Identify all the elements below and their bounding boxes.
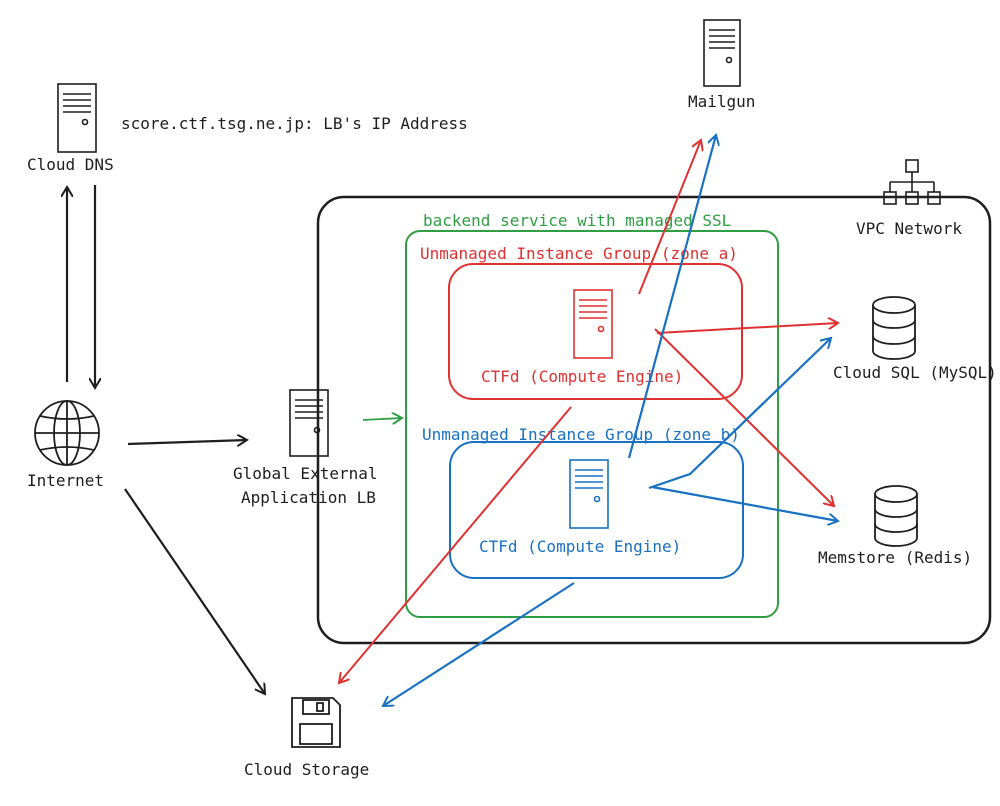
ctfd-zone-a-server-icon [573, 289, 613, 359]
ctfd-zone-a-label: CTFd (Compute Engine) [481, 367, 683, 386]
cloud-sql-database-icon [872, 296, 916, 360]
arrow-ctfd-b-to-storage [383, 582, 575, 706]
arrow-ctfd-a-to-memstore [654, 328, 834, 506]
instance-group-zone-a-label: Unmanaged Instance Group (zone a) [420, 244, 738, 263]
arrow-ctfd-b-to-memstore [651, 485, 838, 521]
memstore-label: Memstore (Redis) [818, 548, 972, 567]
cloud-storage-label: Cloud Storage [244, 760, 369, 779]
arrow-ctfd-a-to-storage [339, 406, 572, 683]
load-balancer-label-line1: Global External [233, 464, 378, 483]
internet-label: Internet [27, 471, 104, 490]
arrow-internet-to-storage [124, 488, 265, 694]
ctfd-zone-b-label: CTFd (Compute Engine) [479, 537, 681, 556]
cloud-dns-label: Cloud DNS [27, 155, 114, 174]
mailgun-label: Mailgun [688, 92, 755, 111]
arrow-internet-to-lb [127, 440, 247, 444]
network-icon [883, 159, 941, 205]
arrow-ctfd-b-to-mailgun [627, 135, 716, 459]
instance-group-zone-b-label: Unmanaged Instance Group (zone b) [422, 425, 740, 444]
mailgun-server-icon [703, 19, 741, 87]
backend-service-container [405, 230, 779, 618]
memstore-database-icon [874, 485, 918, 547]
arrow-ctfd-a-to-mailgun [638, 140, 701, 295]
globe-icon [34, 400, 100, 466]
dns-record-note: score.ctf.tsg.ne.jp: LB's IP Address [121, 114, 468, 133]
instance-group-zone-a [448, 263, 743, 400]
cloud-sql-label: Cloud SQL (MySQL) [833, 363, 997, 382]
load-balancer-server-icon [289, 389, 329, 457]
vpc-network-container [316, 195, 992, 645]
arrow-ctfd-a-to-cloud-sql [656, 323, 838, 334]
backend-service-label: backend service with managed SSL [423, 211, 731, 230]
vpc-network-label: VPC Network [856, 219, 962, 238]
arrow-lb-to-backend [362, 418, 402, 420]
cloud-dns-server-icon [57, 83, 97, 153]
load-balancer-label-line2: Application LB [241, 488, 376, 507]
ctfd-zone-b-server-icon [569, 459, 609, 529]
instance-group-zone-b [449, 441, 744, 579]
floppy-disk-icon [291, 697, 341, 748]
arrow-ctfd-b-to-cloud-sql [648, 338, 831, 490]
